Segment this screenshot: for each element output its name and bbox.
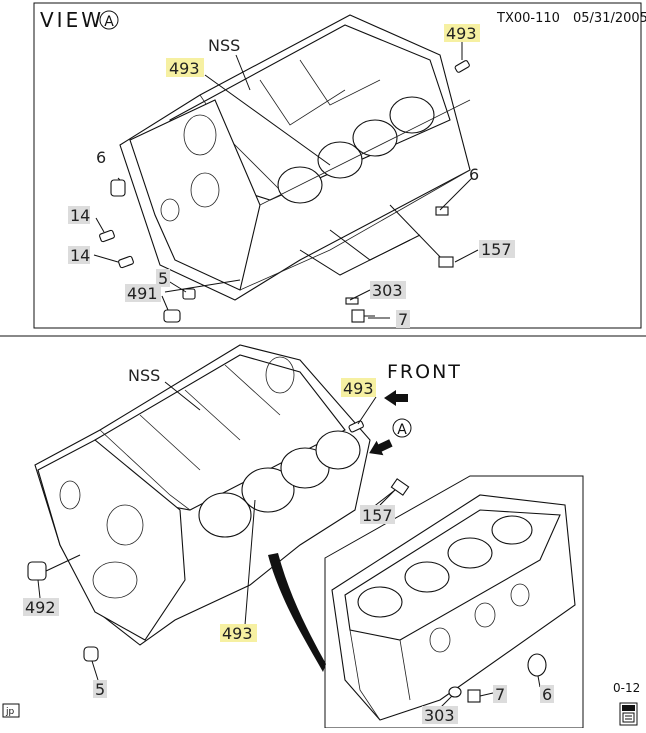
fitting-part-7-inset: [467, 689, 481, 703]
main-view-leaders: [37, 381, 541, 709]
label-303-main: 303: [424, 706, 455, 725]
label-157-main: 157: [362, 506, 393, 525]
label-493-bottom-main: 493: [222, 624, 253, 643]
label-491-view-a: 491: [127, 284, 158, 303]
highlight-493-left-view-a: [166, 58, 204, 77]
label-14b-view-a: 14: [70, 246, 90, 265]
label-6-left-view-a: 6: [96, 148, 106, 167]
box-303-view-a: [370, 281, 406, 299]
page-ref: 0-12: [613, 681, 640, 695]
corner-tag: jp: [5, 707, 15, 717]
front-arrow-group: FRONT: [384, 361, 462, 406]
label-493-left-view-a: 493: [169, 59, 200, 78]
box-6-main: [540, 685, 554, 703]
plug-part-5-main: [83, 646, 99, 662]
label-157-view-a: 157: [481, 240, 512, 259]
document-icon[interactable]: [619, 702, 638, 726]
engine-block-top-view: [119, 14, 471, 301]
label-6-main: 6: [542, 685, 552, 704]
dowel-part-14a: [99, 229, 115, 243]
inset-pointer-swoosh: [268, 553, 326, 672]
view-a-leaders: [93, 42, 479, 319]
sleeve-part-492: [27, 561, 47, 581]
box-5-main: [93, 680, 107, 698]
washer-part-303: [345, 297, 359, 305]
bolt-part-157-main: [371, 478, 410, 509]
view-a-title: VIEW: [40, 8, 104, 32]
label-nss-main: NSS: [128, 366, 160, 385]
view-a-small-parts: [99, 60, 470, 323]
view-marker-letter-main: A: [397, 422, 407, 438]
plug-part-6-inset: [527, 653, 547, 677]
box-7-view-a: [396, 310, 410, 328]
doc-date: 05/31/2005: [573, 11, 646, 26]
highlight-493-top-main: [341, 378, 376, 397]
view-a-frame: [33, 2, 642, 329]
box-7-main: [493, 685, 507, 703]
dowel-part-5: [182, 288, 196, 300]
dowel-part-14b: [118, 255, 134, 269]
label-303-view-a: 303: [372, 281, 403, 300]
box-492-main: [23, 598, 59, 616]
label-7-view-a: 7: [398, 310, 408, 329]
box-303-main: [422, 706, 458, 724]
engine-block-inset-view: [331, 494, 576, 721]
inset-frame: [324, 475, 584, 729]
label-493-top-main: 493: [343, 379, 374, 398]
box-157-view-a: [479, 240, 515, 258]
view-direction-arrow-group: A: [369, 418, 412, 456]
bolt-part-157: [389, 204, 454, 268]
plug-part-6-left: [110, 179, 126, 197]
box-157-main: [360, 505, 395, 524]
highlight-493-bottom-main: [220, 624, 257, 642]
label-5-view-a: 5: [158, 269, 168, 288]
engine-block-main-view: [34, 344, 371, 646]
fitting-part-7: [351, 309, 375, 323]
view-a-marker-circle: [99, 10, 119, 30]
cylinder-bores: [277, 96, 435, 204]
label-14a-view-a: 14: [70, 206, 90, 225]
washer-part-303-inset: [448, 686, 462, 698]
view-marker-circle-main: [392, 418, 412, 438]
label-front: FRONT: [387, 361, 462, 383]
box-14a-view-a: [68, 206, 90, 224]
label-6-right-view-a: 6: [469, 165, 479, 184]
plug-part-6-right: [435, 206, 449, 216]
label-493-top-view-a: 493: [446, 24, 477, 43]
pin-part-493: [454, 60, 470, 73]
pin-part-493-main: [348, 420, 364, 433]
label-7-main: 7: [495, 685, 505, 704]
doc-code: TX00-110: [496, 11, 560, 26]
box-14b-view-a: [68, 246, 90, 264]
label-492-main: 492: [25, 598, 56, 617]
box-5-view-a: [156, 269, 170, 287]
view-direction-arrow-icon: [369, 439, 393, 456]
front-arrow-icon: [384, 390, 408, 406]
box-491-view-a: [125, 284, 161, 302]
highlight-493-top-view-a: [444, 24, 480, 42]
sleeve-part-491: [163, 309, 181, 323]
label-nss-view-a: NSS: [208, 36, 240, 55]
corner-tag-box: [2, 703, 20, 718]
label-5-main: 5: [95, 680, 105, 699]
view-a-marker-letter: A: [104, 14, 114, 30]
